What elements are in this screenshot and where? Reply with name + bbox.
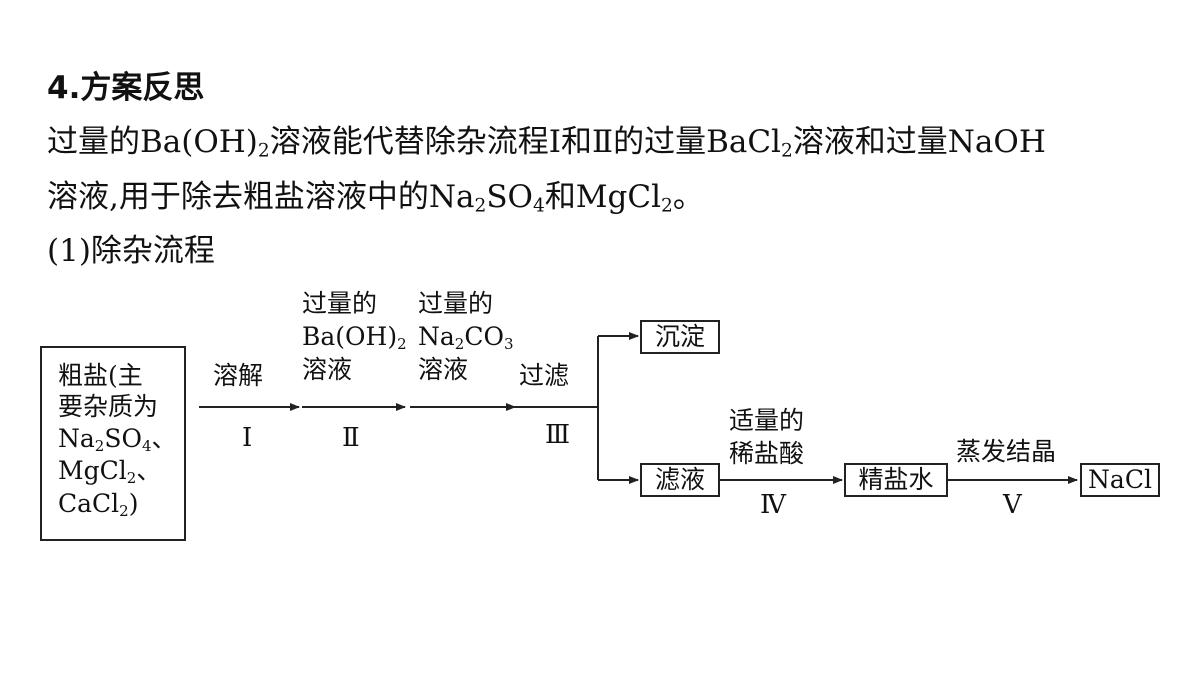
step-3-label: 过量的 Na2CO3 溶液 [418, 288, 514, 386]
step-4-label: 过滤 [519, 361, 570, 390]
step-2-label-line-3: 溶液 [302, 354, 353, 384]
step-1-label: 溶解 [213, 361, 264, 390]
precipitate-box: 沉淀 [640, 320, 720, 354]
paragraph-line-2: 溶液,用于除去粗盐溶液中的Na2SO4和MgCl2。 [47, 179, 704, 217]
step-5-label-line-2: 稀盐酸 [729, 438, 805, 468]
filtrate-box: 滤液 [640, 463, 720, 497]
raw-salt-line-3: Na2SO4、 [58, 423, 177, 455]
step-4-roman: Ⅲ [545, 420, 571, 450]
brine-box: 精盐水 [844, 463, 948, 497]
step-5-label: 适量的 稀盐酸 [729, 405, 804, 470]
step-5-roman: Ⅳ [760, 490, 786, 520]
raw-salt-line-1: 粗盐(主 [58, 361, 143, 390]
step-6-label: 蒸发结晶 [956, 437, 1057, 466]
step-2-label-line-1: 过量的 [302, 289, 378, 318]
raw-salt-line-2: 要杂质为 [58, 392, 159, 422]
subheading: (1)除杂流程 [47, 233, 215, 269]
step-2-label-line-2: Ba(OH)2 [302, 321, 407, 353]
step-2-roman: Ⅱ [342, 423, 360, 453]
step-2-label: 过量的 Ba(OH)2 溶液 [302, 288, 407, 386]
step-3-label-line-2: Na2CO3 [418, 321, 514, 353]
raw-salt-line-4: MgCl2、 [58, 456, 162, 487]
section-heading: 4.方案反思 [47, 70, 205, 106]
step-1-roman: Ⅰ [242, 423, 253, 453]
step-5-label-line-1: 适量的 [729, 406, 805, 435]
paragraph-line-1: 过量的Ba(OH)2溶液能代替除杂流程Ⅰ和Ⅱ的过量BaCl2溶液和过量NaOH [47, 124, 1046, 162]
step-3-label-line-1: 过量的 [418, 289, 494, 318]
step-3-label-line-3: 溶液 [418, 354, 469, 384]
raw-salt-line-5: CaCl2) [58, 488, 139, 520]
product-box: NaCl [1080, 463, 1160, 497]
step-6-roman: Ⅴ [1003, 490, 1022, 520]
raw-salt-box: 粗盐(主 要杂质为 Na2SO4、 MgCl2、 CaCl2) [40, 346, 186, 541]
